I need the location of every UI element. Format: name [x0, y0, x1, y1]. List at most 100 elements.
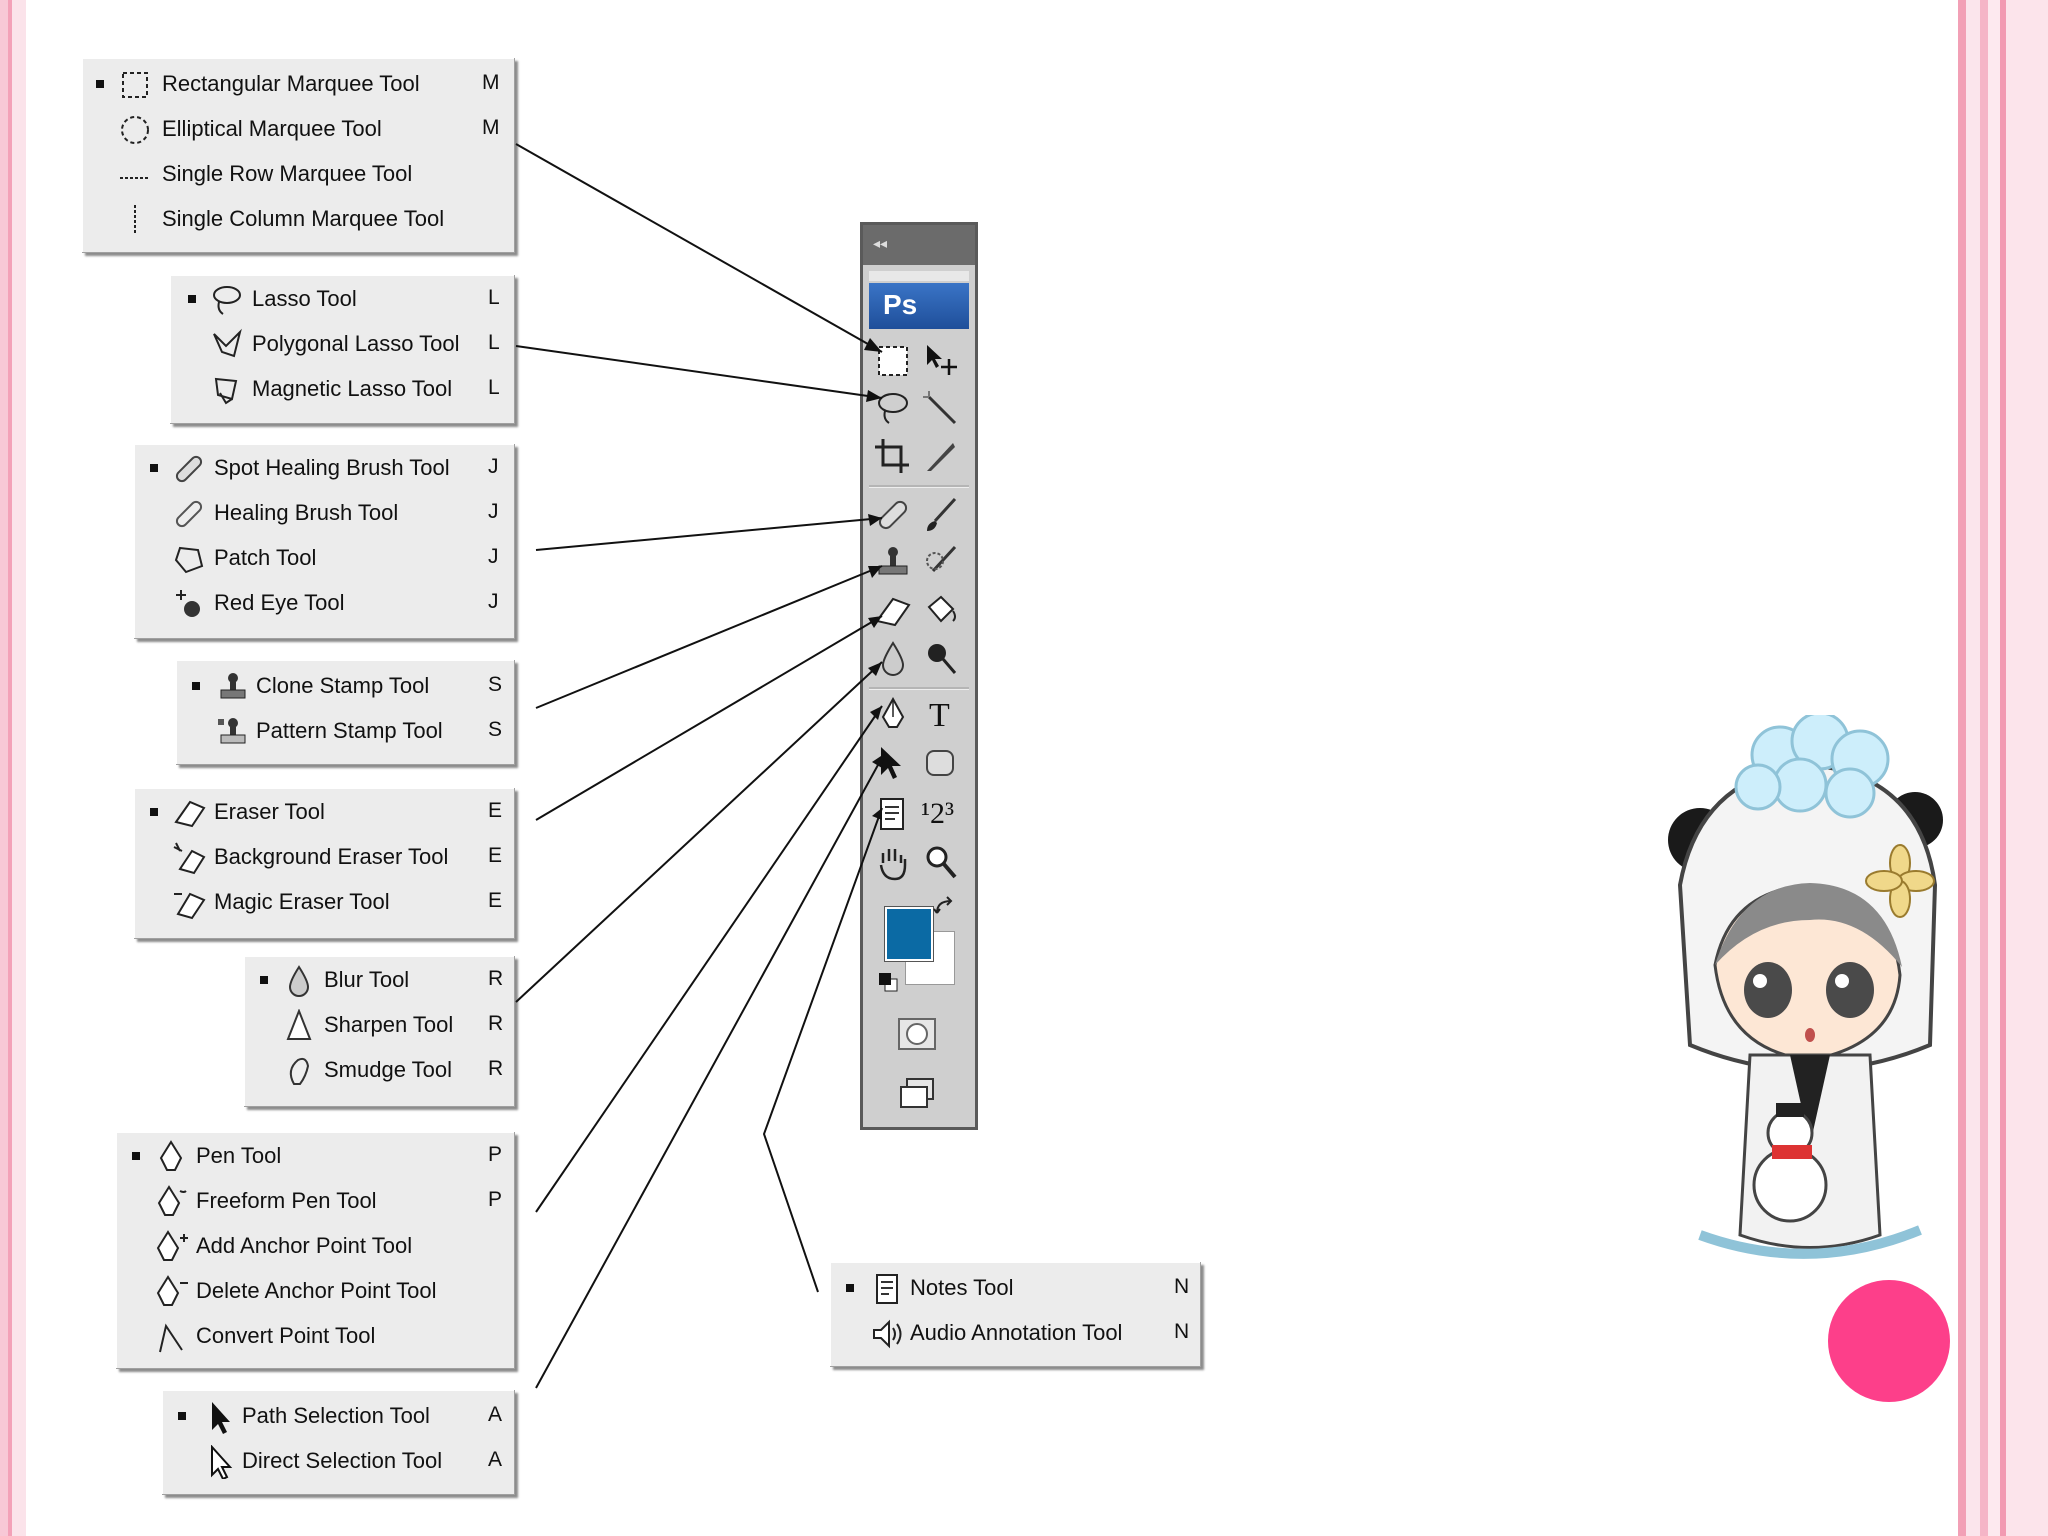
pen-icon: [881, 696, 905, 728]
flyout-menu-item[interactable]: Add Anchor Point Tool: [116, 1224, 514, 1268]
ps-logo[interactable]: Ps: [869, 283, 969, 329]
shape-tool-button[interactable]: [921, 743, 961, 783]
callout-line-stamp: [535, 565, 883, 709]
flower-clip: [1865, 844, 1935, 918]
flyout-menu-item[interactable]: Single Column Marquee Tool: [82, 197, 514, 241]
active-tool-marker: [150, 808, 158, 816]
hand-tool-button[interactable]: [873, 843, 913, 883]
panda-hood-mascot-illustration: [1668, 715, 1943, 1259]
rect-marquee-icon: [878, 346, 908, 376]
zoom-icon: [926, 846, 957, 879]
delete-anchor-icon: [154, 1275, 188, 1309]
foreground-color-swatch[interactable]: [884, 906, 934, 962]
shortcut-key: A: [488, 1403, 503, 1426]
swap-colors-button[interactable]: [933, 895, 957, 919]
toolbox-separator: [869, 687, 969, 690]
decorative-pink-circle: [1828, 1280, 1950, 1402]
rect-marquee-tool-button[interactable]: [873, 341, 913, 381]
type-icon: T: [929, 697, 950, 734]
flyout-menu-item[interactable]: Single Row Marquee Tool: [82, 152, 514, 196]
flyout-item-label: Patch Tool: [214, 545, 317, 570]
flyout-menu-item[interactable]: Delete Anchor Point Tool: [116, 1269, 514, 1313]
shortcut-key: R: [488, 1012, 504, 1035]
shortcut-key: A: [488, 1448, 503, 1471]
brush-tool-button[interactable]: [921, 495, 961, 535]
lasso-tool-button[interactable]: [873, 389, 913, 429]
flyout-item-label: Notes Tool: [910, 1275, 1014, 1300]
dodge-tool-button[interactable]: [921, 639, 961, 679]
collapse-icon[interactable]: ◂◂: [873, 235, 888, 251]
count-tool-button[interactable]: ¹2³: [921, 795, 961, 835]
notes-icon: [880, 798, 904, 830]
screen-mode-button[interactable]: [897, 1073, 937, 1113]
direct-selection-icon: [202, 1444, 236, 1481]
flyout-item-label: Clone Stamp Tool: [256, 673, 430, 698]
arrowhead: [868, 566, 882, 578]
zoom-tool-button[interactable]: [921, 843, 961, 883]
magic-wand-tool-button[interactable]: [921, 389, 961, 429]
shortcut-key: L: [488, 286, 500, 309]
brush-icon: [927, 497, 957, 531]
flyout-menu-item[interactable]: Path Selection Tool A: [162, 1394, 514, 1438]
quick-mask-button[interactable]: [897, 1015, 937, 1055]
magic-eraser-icon: [172, 886, 206, 920]
history-brush-tool-button[interactable]: [921, 543, 961, 583]
path-selection-tool-button[interactable]: [873, 743, 913, 783]
blur-tool-button[interactable]: [873, 639, 913, 679]
default-colors-button[interactable]: [877, 971, 899, 993]
eye-right: [1826, 962, 1874, 1018]
flyout-item-label: Freeform Pen Tool: [196, 1188, 377, 1213]
type-tool-button[interactable]: T: [921, 695, 961, 735]
flyout-item-label: Sharpen Tool: [324, 1012, 454, 1037]
eraser-tool-button[interactable]: [873, 591, 913, 631]
pen-tool-button[interactable]: [873, 695, 913, 735]
flyout-item-label: Single Row Marquee Tool: [162, 161, 413, 186]
paint-bucket-tool-button[interactable]: [921, 591, 961, 631]
flyout-item-label: Direct Selection Tool: [242, 1448, 443, 1473]
toolbox-titlebar[interactable]: ◂◂: [863, 225, 975, 265]
snowman-body: [1752, 1147, 1828, 1223]
crop-tool-button[interactable]: [873, 437, 913, 477]
clone-stamp-tool-button[interactable]: [873, 543, 913, 583]
slice-tool-button[interactable]: [921, 437, 961, 477]
flyout-item-label: Path Selection Tool: [242, 1403, 430, 1428]
active-tool-marker: [150, 464, 158, 472]
slice-icon: [927, 443, 955, 471]
shortcut-key: M: [482, 71, 500, 94]
flyout-menu-item[interactable]: Direct Selection Tool A: [162, 1439, 514, 1483]
flyout-item-label: Background Eraser Tool: [214, 844, 449, 869]
shortcut-key: P: [488, 1143, 503, 1166]
move-tool-button[interactable]: [921, 341, 961, 381]
toolbox-grip[interactable]: [869, 271, 969, 281]
rounded-rectangle-icon: [926, 750, 954, 776]
notes-tool-button[interactable]: [873, 795, 913, 835]
flyout-menu-item[interactable]: Convert Point Tool: [116, 1314, 514, 1358]
flyout-menu-item[interactable]: Sharpen Tool R: [244, 1003, 514, 1047]
spot-healing-tool-button[interactable]: [873, 495, 913, 535]
flyout-item-label: Polygonal Lasso Tool: [252, 331, 460, 356]
eraser-icon: [875, 597, 911, 627]
